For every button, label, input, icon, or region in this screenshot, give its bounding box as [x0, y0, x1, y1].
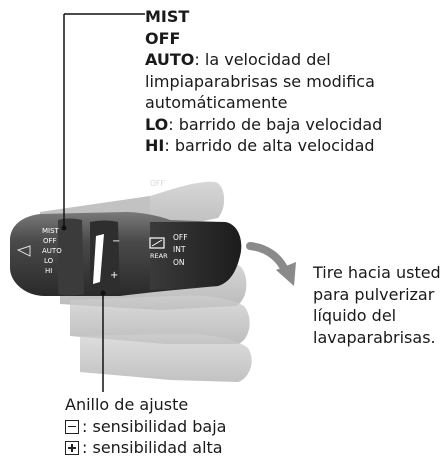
ring-legend-minus: : sensibilidad baja — [65, 416, 226, 438]
main-stalk — [10, 212, 242, 296]
ring-legend-plus: : sensibilidad alta — [65, 437, 226, 459]
ring-indicator-wedge — [93, 234, 104, 284]
legend-auto-line3: automáticamente — [145, 93, 288, 112]
washer-line-3: líquido del — [313, 306, 397, 325]
ghost-stalk-lower-2 — [70, 295, 250, 344]
legend-auto: AUTO: la velocidad del — [145, 50, 331, 69]
ghost-stalk-lower-3 — [80, 334, 252, 382]
washer-instruction: Tire hacia usted para pulverizar líquido… — [313, 262, 441, 348]
legend-lo: LO: barrido de baja velocidad — [145, 114, 383, 134]
minus-box-icon — [65, 419, 79, 434]
leader-line-top — [61, 13, 145, 231]
adjustment-ring-legend: Anillo de ajuste : sensibilidad baja : s… — [65, 394, 226, 459]
rear-wiper-icon — [149, 237, 165, 249]
stalk-label-mist: MIST — [42, 227, 60, 235]
pull-arrow-icon — [246, 242, 296, 286]
stalk-label-off: OFF — [43, 237, 57, 245]
legend-hi: HI: barrido de alta velocidad — [145, 136, 375, 155]
ring-plus-label: + — [110, 270, 118, 281]
ring-minus-label: − — [112, 236, 120, 247]
stalk-label-on: ON — [173, 258, 185, 267]
stalk-label-int: INT — [173, 245, 186, 254]
wiper-icon — [16, 245, 31, 257]
washer-line-2: para pulverizar — [313, 284, 435, 304]
legend-off: OFF — [145, 28, 181, 48]
ring-legend-title: Anillo de ajuste — [65, 395, 189, 414]
stalk-label-hi: HI — [45, 267, 52, 275]
leader-line-bottom — [100, 290, 106, 392]
ghost-label-off: OFF — [150, 179, 165, 188]
stalk-label-rear: REAR — [150, 252, 168, 260]
stalk-label-lo: LO — [44, 257, 54, 265]
washer-line-1: Tire hacia usted — [313, 263, 441, 282]
stalk-text-labels: MIST OFF AUTO LO HI − + REAR OFF INT ON … — [42, 179, 188, 281]
wiper-mode-legend: MIST OFF AUTO: la velocidad del limpiapa… — [145, 6, 382, 157]
legend-auto-line2: limpiaparabrisas se modifica — [145, 71, 375, 91]
washer-line-4: lavaparabrisas. — [313, 327, 436, 347]
plus-box-icon — [65, 441, 79, 455]
stalk-label-auto: AUTO — [42, 247, 62, 255]
legend-mist: MIST — [145, 7, 190, 26]
stalk-label-off-end: OFF — [173, 233, 188, 242]
